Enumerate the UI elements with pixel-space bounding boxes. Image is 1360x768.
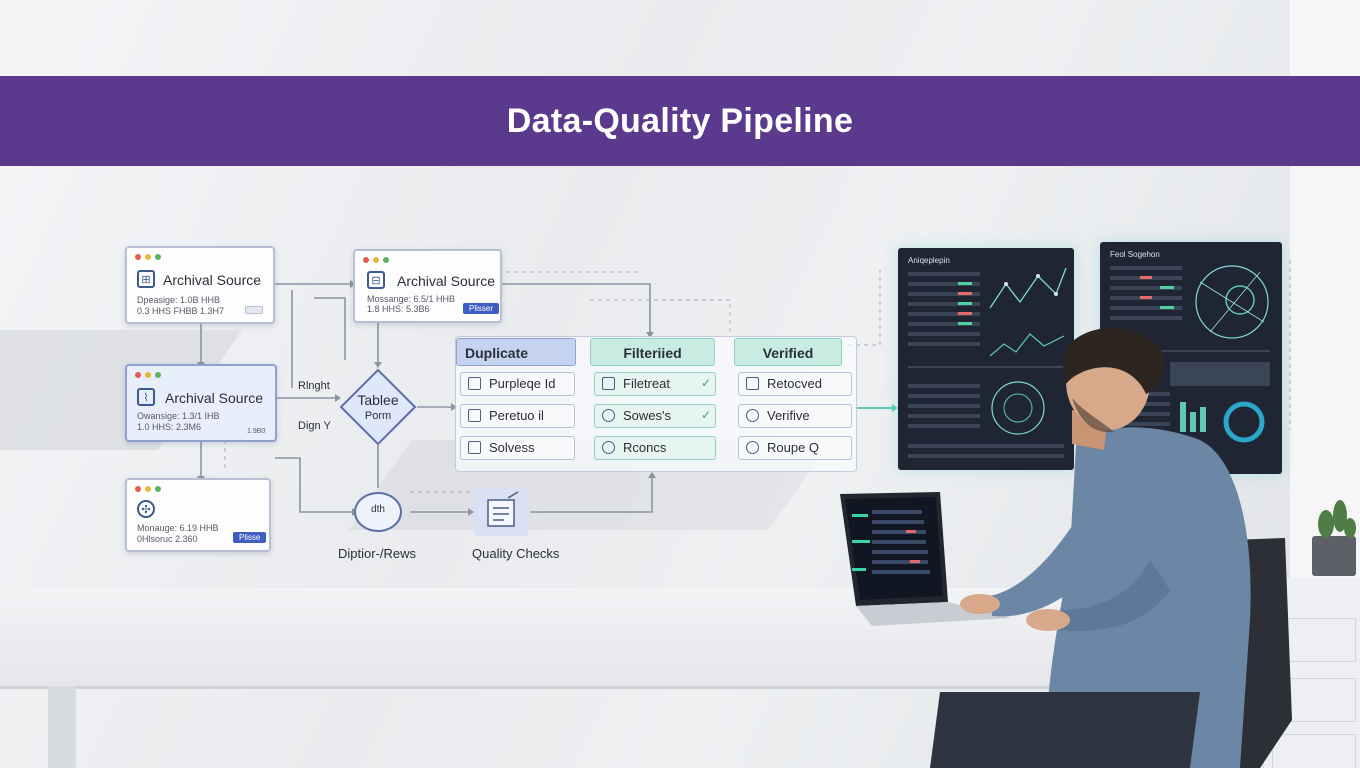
- diamond-label: Tablee: [357, 392, 399, 408]
- cell-text: Filetreat: [623, 376, 670, 391]
- source-title: Archival Source: [397, 273, 496, 289]
- diamond-sublabel: Porm: [364, 410, 392, 422]
- dashboard-title: Aniqeplepin: [908, 256, 950, 265]
- source-meta: 0Hlsoruc 2.360: [137, 534, 198, 544]
- person-at-laptop: [930, 327, 1292, 768]
- source-meta: Mossange: 6.5/1 HHB: [367, 294, 456, 304]
- source-action-button[interactable]: Plisser: [463, 303, 500, 314]
- quality-checks-label: Quality Checks: [472, 546, 560, 561]
- laptop[interactable]: [836, 490, 1016, 630]
- potted-plant: [1312, 500, 1356, 576]
- source-title: Archival Source: [163, 272, 262, 288]
- check-icon: ✓: [700, 376, 711, 390]
- source-meta: 1.8 HHS: 5.3B6: [367, 304, 430, 314]
- source-window-2[interactable]: ⊟ Archival Source Mossange: 6.5/1 HHB 1.…: [353, 249, 502, 323]
- database-icon: ⊞: [137, 270, 155, 288]
- cell-text: Verifive: [767, 408, 810, 423]
- window-controls: [135, 372, 161, 378]
- verified-row[interactable]: Roupe Q: [738, 436, 852, 460]
- database-icon: ⊟: [367, 271, 385, 289]
- globe-icon: [746, 441, 759, 454]
- duplicate-record-row[interactable]: Purpleqe Id: [460, 372, 575, 396]
- description-reviews-node[interactable]: dth: [354, 492, 402, 532]
- cell-text: Sowes's: [623, 408, 672, 423]
- desk-leg: [48, 686, 76, 768]
- drawer: [1272, 734, 1356, 768]
- cell-text: Solvess: [489, 440, 535, 455]
- cell-text: Retocved: [767, 376, 822, 391]
- duplicate-record-row[interactable]: Peretuo il: [460, 404, 575, 428]
- column-header-duplicates: Duplicate Records: [456, 338, 576, 389]
- source-window-4[interactable]: ✣ Monauge: 6.19 HHB 0Hlsoruc 2.360 Pliss…: [125, 478, 271, 552]
- source-meta: Dpeasige: 1.0B HHB: [137, 295, 221, 305]
- source-meta: 0.3 HHS FHBB 1.3H7: [137, 306, 225, 316]
- dashboard-graphics: [1110, 265, 1270, 443]
- filter-icon: [602, 377, 615, 390]
- source-meta: 1.0 HHS: 2.3M6: [137, 422, 202, 432]
- source-meta: 1.9B0: [247, 428, 266, 435]
- chart-icon: ⌇: [137, 388, 155, 406]
- window-controls: [135, 486, 161, 492]
- cell-text: Purpleqe Id: [489, 376, 556, 391]
- cell-text: Rconcs: [623, 440, 667, 455]
- analytics-dashboard-2[interactable]: Feol Sogehon: [1100, 242, 1282, 474]
- filtered-row[interactable]: Rconcs: [594, 436, 716, 460]
- window-controls: [363, 257, 389, 263]
- verified-row[interactable]: Verifive: [738, 404, 852, 428]
- filtered-row[interactable]: Filetreat ✓: [594, 372, 716, 396]
- source-window-3[interactable]: ⌇ Archival Source Owansige: 1.3/1 IHB 1.…: [125, 364, 277, 442]
- title-banner: Data-Quality Pipeline: [0, 76, 1360, 166]
- window-controls: [135, 254, 161, 260]
- table-icon: [468, 409, 481, 422]
- column-header-verified: Verified: [734, 338, 842, 366]
- diamond-left-label: Rlnght: [298, 380, 330, 392]
- network-icon: ✣: [137, 500, 155, 518]
- source-meta: Monauge: 6.19 HHB: [137, 523, 219, 533]
- dashboard-graphics: [908, 267, 1068, 458]
- filtered-row[interactable]: Sowes's ✓: [594, 404, 716, 428]
- source-action-button[interactable]: [245, 306, 263, 314]
- dashboard-title: Feol Sogehon: [1110, 250, 1160, 259]
- source-window-1[interactable]: ⊞ Archival Source Dpeasige: 1.0B HHB 0.3…: [125, 246, 275, 324]
- gear-icon: [602, 441, 615, 454]
- verified-row[interactable]: Retocved: [738, 372, 852, 396]
- sync-icon: [602, 409, 615, 422]
- diamond-right-label: Dign Y: [298, 420, 331, 432]
- source-title: Archival Source: [165, 390, 264, 406]
- quality-checks-node[interactable]: [474, 488, 528, 536]
- duplicate-record-row[interactable]: Solvess: [460, 436, 575, 460]
- check-icon: ✓: [700, 408, 711, 422]
- lock-icon: [468, 377, 481, 390]
- description-reviews-label: Diptior-/Rews: [338, 546, 417, 561]
- file-icon: [746, 377, 759, 390]
- grid-icon: [468, 441, 481, 454]
- table-diamond-node[interactable]: [338, 367, 418, 447]
- cell-text: Peretuo il: [489, 408, 544, 423]
- analytics-dashboard-1[interactable]: Aniqeplepin: [898, 248, 1074, 470]
- node-icon-text: dth: [371, 504, 385, 515]
- cell-text: Roupe Q: [767, 440, 820, 455]
- checklist-icon: [487, 491, 519, 527]
- source-meta: Owansige: 1.3/1 IHB: [137, 411, 220, 421]
- verify-icon: [746, 409, 759, 422]
- source-action-button[interactable]: Plisse: [233, 532, 267, 543]
- column-header-filtered: Filteriied: [590, 338, 715, 366]
- banner-title: Data-Quality Pipeline: [506, 101, 854, 140]
